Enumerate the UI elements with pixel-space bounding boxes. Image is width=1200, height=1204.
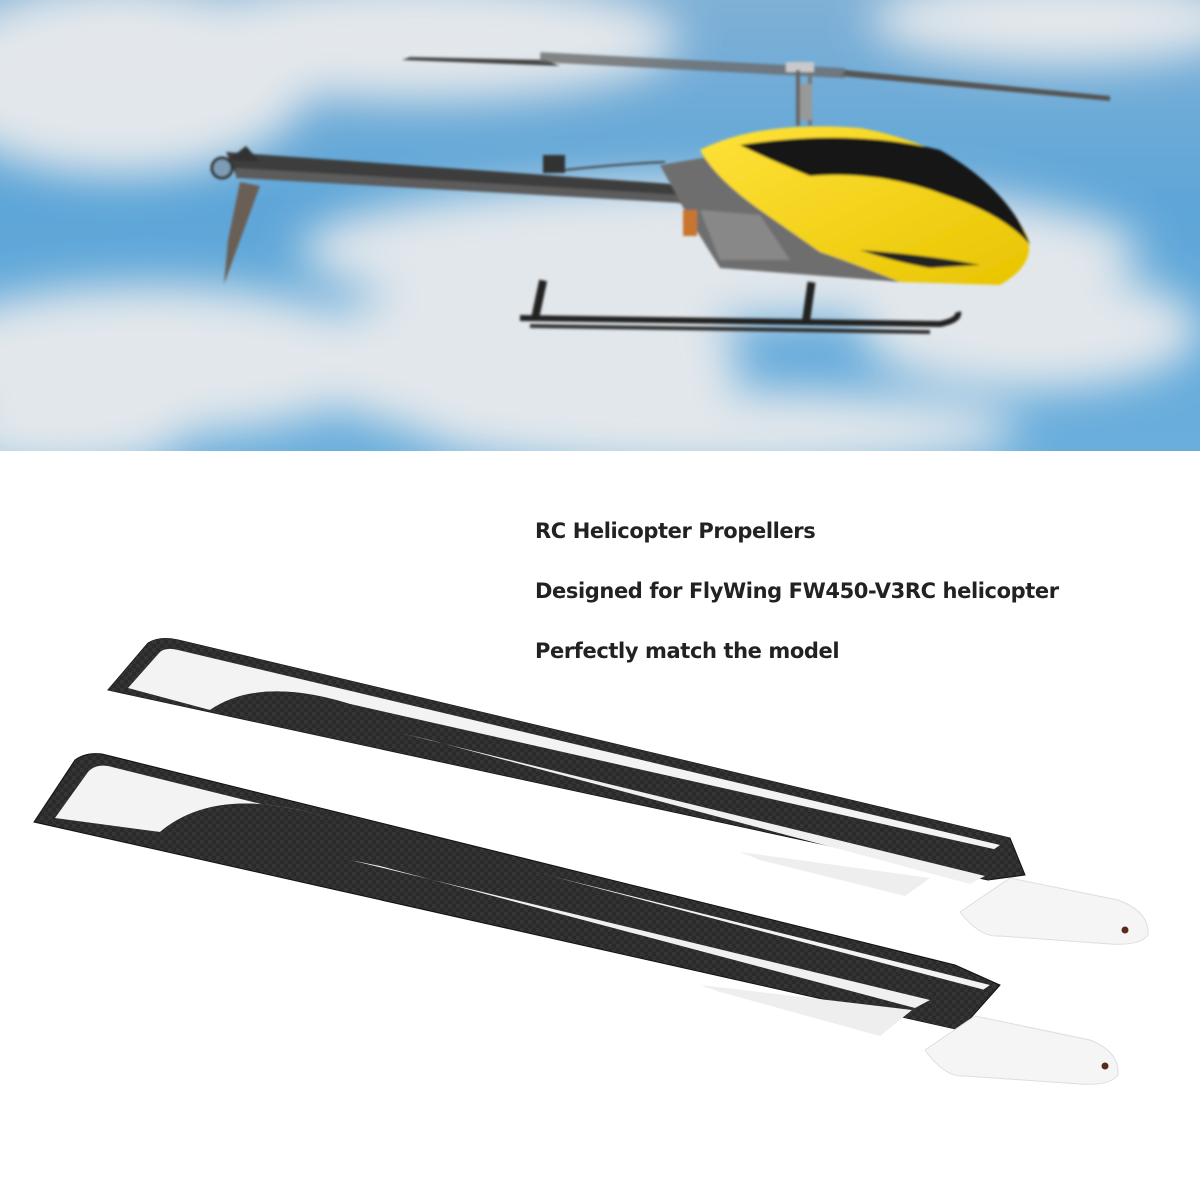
product-description: RC Helicopter Propellers Designed for Fl… [535, 515, 1059, 695]
compatibility-line: Designed for FlyWing FW450-V3RC helicopt… [535, 579, 1059, 603]
rotor-blade-upper [107, 638, 1149, 945]
rotor-blades-illustration [33, 638, 1149, 1085]
fuselage [519, 126, 1030, 334]
tail-boom [210, 146, 700, 284]
rotor-blades-image [0, 620, 1200, 1204]
rotor-blade-lower [33, 753, 1119, 1085]
helicopter-photo [0, 0, 1200, 451]
main-rotor [402, 52, 1110, 126]
product-title: RC Helicopter Propellers [535, 519, 816, 543]
helicopter-illustration [0, 0, 1200, 451]
fit-line: Perfectly match the model [535, 639, 840, 663]
